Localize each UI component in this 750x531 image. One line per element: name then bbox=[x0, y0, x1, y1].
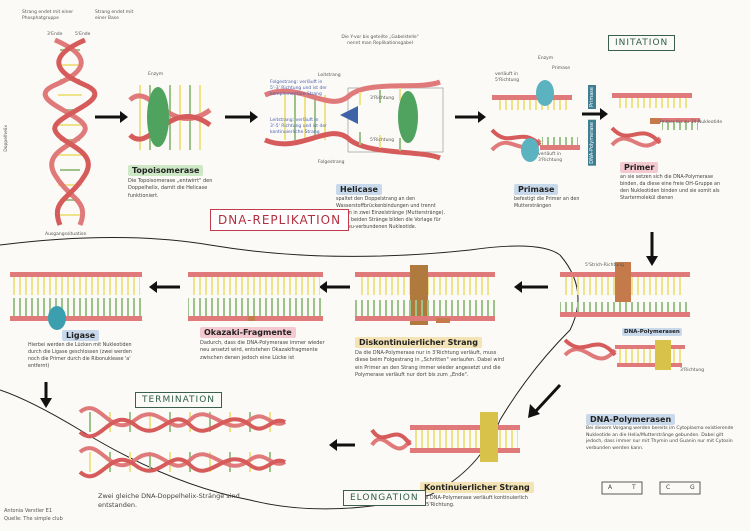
kontinuierlich-text: Die DNA-Polymerase verläuft kontinuierli… bbox=[420, 495, 528, 509]
primer-strands bbox=[610, 93, 700, 148]
credit-source: Quelle: The simple club bbox=[4, 516, 63, 522]
diskont-text: Da die DNA-Polymerase nur in 3'Richtung … bbox=[355, 350, 505, 378]
discontinuous-strand bbox=[355, 265, 495, 325]
primer-text: an sie setzen sich die DNA-Polymerase bi… bbox=[620, 175, 720, 201]
primer-heading: Primer bbox=[620, 162, 659, 173]
helicase-enzyme bbox=[340, 106, 358, 124]
topo-enzyme-label: Enzym bbox=[148, 72, 164, 77]
topoisomerase-heading: Topoisomerase bbox=[128, 165, 204, 176]
leitstrang-desc: Leitstrang: verläuft in 3'-5' Richtung u… bbox=[270, 118, 327, 136]
polymerase-dir-label2: 3'Richtung bbox=[680, 368, 705, 373]
termination-box: TERMINATION bbox=[135, 392, 223, 408]
pair-c: C bbox=[666, 484, 671, 491]
double-helix-start bbox=[42, 37, 98, 226]
arrow-left-2 bbox=[319, 281, 350, 293]
arrow-2 bbox=[225, 111, 258, 123]
init-enzyme-label: Enzym bbox=[538, 56, 554, 61]
strand-top-note: Strang endet mit einer Phosphatgruppe bbox=[22, 10, 74, 22]
folgestrang-label: Folgestrang bbox=[318, 160, 345, 165]
credit-author: Antonia Verstler E1 bbox=[4, 508, 53, 514]
dir2-label: 5'Richtung bbox=[370, 138, 395, 143]
init-dir-a: verläuft in 5'Richtung bbox=[495, 72, 520, 84]
arrow-down-left bbox=[40, 382, 52, 408]
elongation-box: ELONGATION bbox=[343, 490, 426, 506]
ligase-text: Hierbei werden die Lücken mit Nukleotide… bbox=[28, 343, 132, 369]
okazaki-heading: Okazaki-Fragmente bbox=[200, 327, 296, 338]
arrow-3 bbox=[455, 111, 486, 123]
topoisomerase-text: Die Topoisomerase „entwirrt" den Doppelh… bbox=[128, 178, 213, 199]
arrow-left-4 bbox=[329, 439, 355, 451]
folgestrang-desc: Folgestrang: verläuft in 5'-3' Richtung … bbox=[270, 80, 327, 98]
topoisomerase-enzyme bbox=[147, 87, 169, 147]
p-end-label: 3'Ende bbox=[47, 32, 63, 37]
okazaki-text: Dadurch, dass die DNA-Polymerase immer w… bbox=[200, 340, 325, 361]
termination-text: Zwei gleiche DNA-Doppelhelix-Stränge sin… bbox=[98, 492, 240, 510]
helicase-heading: Helicase bbox=[336, 184, 382, 195]
arrow-1 bbox=[95, 111, 128, 123]
primase-heading: Primase bbox=[514, 184, 559, 195]
leitstrang-label: Leitstrang bbox=[318, 73, 341, 78]
pair-box-cg bbox=[659, 481, 701, 495]
polymerase-text: Bei diesem Vorgang werden bereits im Cyt… bbox=[586, 426, 734, 451]
ausgang-label: Ausgangssituation bbox=[45, 232, 87, 237]
strand-base-note: Strang endet mit einer Base bbox=[95, 10, 134, 22]
initiation-box: INITATION bbox=[608, 35, 676, 51]
dir1-label: 3'Richtung bbox=[370, 96, 395, 101]
page-title: DNA-REPLIKATION bbox=[210, 209, 350, 231]
initiation-strands bbox=[490, 80, 580, 162]
tab-polymerase: DNA-Polymerase bbox=[588, 120, 596, 166]
divider-top bbox=[0, 237, 561, 257]
continuous-strand bbox=[370, 412, 520, 462]
okazaki-strand bbox=[188, 272, 323, 321]
b-end-label: 5'Ende bbox=[75, 32, 91, 37]
arrow-diag bbox=[528, 383, 562, 418]
fork-note: Die Y-vor bis geteilte „Gabelstelle" nen… bbox=[341, 35, 419, 47]
pair-a: A bbox=[608, 484, 613, 491]
primer-note: Primer bis zu 10 Nukleotide bbox=[660, 120, 723, 125]
arrow-4 bbox=[582, 108, 608, 120]
polymerase-tag: DNA-Polymerasen bbox=[622, 328, 682, 336]
init-dir-b: verläuft in 3'Richtung bbox=[538, 152, 563, 164]
kontinuierlich-heading: Kontinuierlicher Strang bbox=[420, 482, 534, 493]
polymerase-heading: DNA-Polymerasen bbox=[586, 414, 676, 425]
pair-g: G bbox=[690, 484, 695, 491]
termination-helices bbox=[78, 406, 287, 479]
polymerase-strands bbox=[560, 262, 690, 370]
helicase-text: spaltet den Doppelstrang an den Wasserst… bbox=[336, 197, 446, 230]
polymerase-dir-label: 5'Strich-Richtung bbox=[585, 263, 624, 268]
ligase-strand bbox=[10, 272, 142, 330]
arrow-left-1 bbox=[514, 281, 548, 293]
ligase-heading: Ligase bbox=[62, 330, 100, 341]
diskont-heading: Diskontinuierlicher Strang bbox=[355, 337, 482, 348]
topo-helix bbox=[128, 85, 212, 150]
pair-box-at bbox=[601, 481, 643, 495]
arrow-down-right bbox=[646, 232, 658, 266]
doppelhelix-label: Doppelhelix bbox=[4, 125, 9, 152]
arrow-left-3 bbox=[149, 281, 180, 293]
pair-t: T bbox=[632, 484, 636, 491]
primase-text: befestigt die Primer an den Muttersträng… bbox=[514, 197, 580, 209]
tab-primase: Primase bbox=[588, 85, 596, 109]
helicase-fork bbox=[264, 79, 444, 161]
primase-small-label: Primase bbox=[552, 66, 570, 71]
